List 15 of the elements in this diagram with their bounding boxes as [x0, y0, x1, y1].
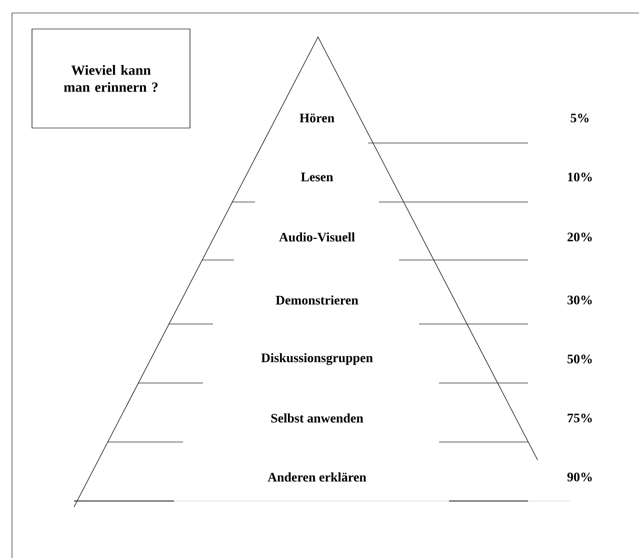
percent-label: 50% [568, 354, 592, 364]
percent-label: 5% [570, 114, 589, 122]
level-label: Demonstrieren [274, 293, 360, 307]
level-label: Hören [297, 112, 337, 124]
percent-label: 20% [568, 232, 592, 242]
percent-label: 75% [568, 414, 592, 422]
percent-label: 90% [567, 472, 592, 482]
percent-label: 30% [568, 296, 592, 304]
percent-label: 10% [568, 172, 592, 182]
question-box: Wieviel kann man erinnern ? [32, 28, 190, 128]
level-label: Selbst anwenden [268, 411, 366, 425]
level-label: Lesen [298, 170, 336, 184]
level-label: Anderen erklären [266, 470, 368, 484]
level-label: Audio-Visuell [276, 230, 358, 244]
level-label: Diskussionsgruppen [259, 351, 375, 367]
